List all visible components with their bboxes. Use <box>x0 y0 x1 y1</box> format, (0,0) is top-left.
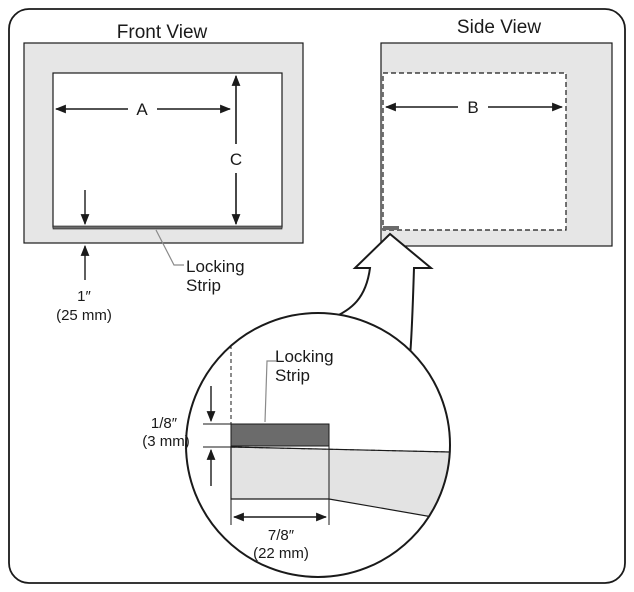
strip-width-metric: (22 mm) <box>253 545 309 562</box>
strip-height-imperial: 1/8″ <box>151 415 178 432</box>
strip-width-imperial: 7/8″ <box>268 527 295 544</box>
detail-view: Locking Strip 1/8″ (3 mm) 7/8″ (22 mm) <box>142 312 451 578</box>
side-view-opening <box>382 72 567 231</box>
detail-locking-strip-leader <box>264 360 276 423</box>
strip-height-metric: (3 mm) <box>142 433 190 450</box>
front-locking-strip-label-line2: Strip <box>186 276 221 295</box>
front-view: A C 1″ (25 mm) Locking Strip <box>23 42 304 324</box>
detail-locking-strip-label-line2: Strip <box>275 366 310 385</box>
side-view: B <box>380 42 613 247</box>
detail-circle-outline <box>185 312 451 578</box>
side-view-title: Side View <box>457 17 541 38</box>
side-locking-strip <box>383 226 399 230</box>
dimension-a-label: A <box>136 100 148 119</box>
front-locking-strip <box>52 225 283 230</box>
detail-dashed-edge-bottom <box>230 446 450 453</box>
front-view-opening <box>52 72 283 228</box>
dimension-c-label: C <box>230 150 242 169</box>
front-locking-strip-leader <box>155 229 184 266</box>
front-locking-strip-label-line1: Locking <box>186 257 245 276</box>
detail-locking-strip <box>230 423 330 447</box>
dimension-b-label: B <box>467 98 478 117</box>
detail-locking-strip-label-line1: Locking <box>275 347 334 366</box>
front-view-title: Front View <box>117 22 208 43</box>
front-offset-imperial: 1″ <box>77 288 91 305</box>
front-offset-metric: (25 mm) <box>56 307 112 324</box>
